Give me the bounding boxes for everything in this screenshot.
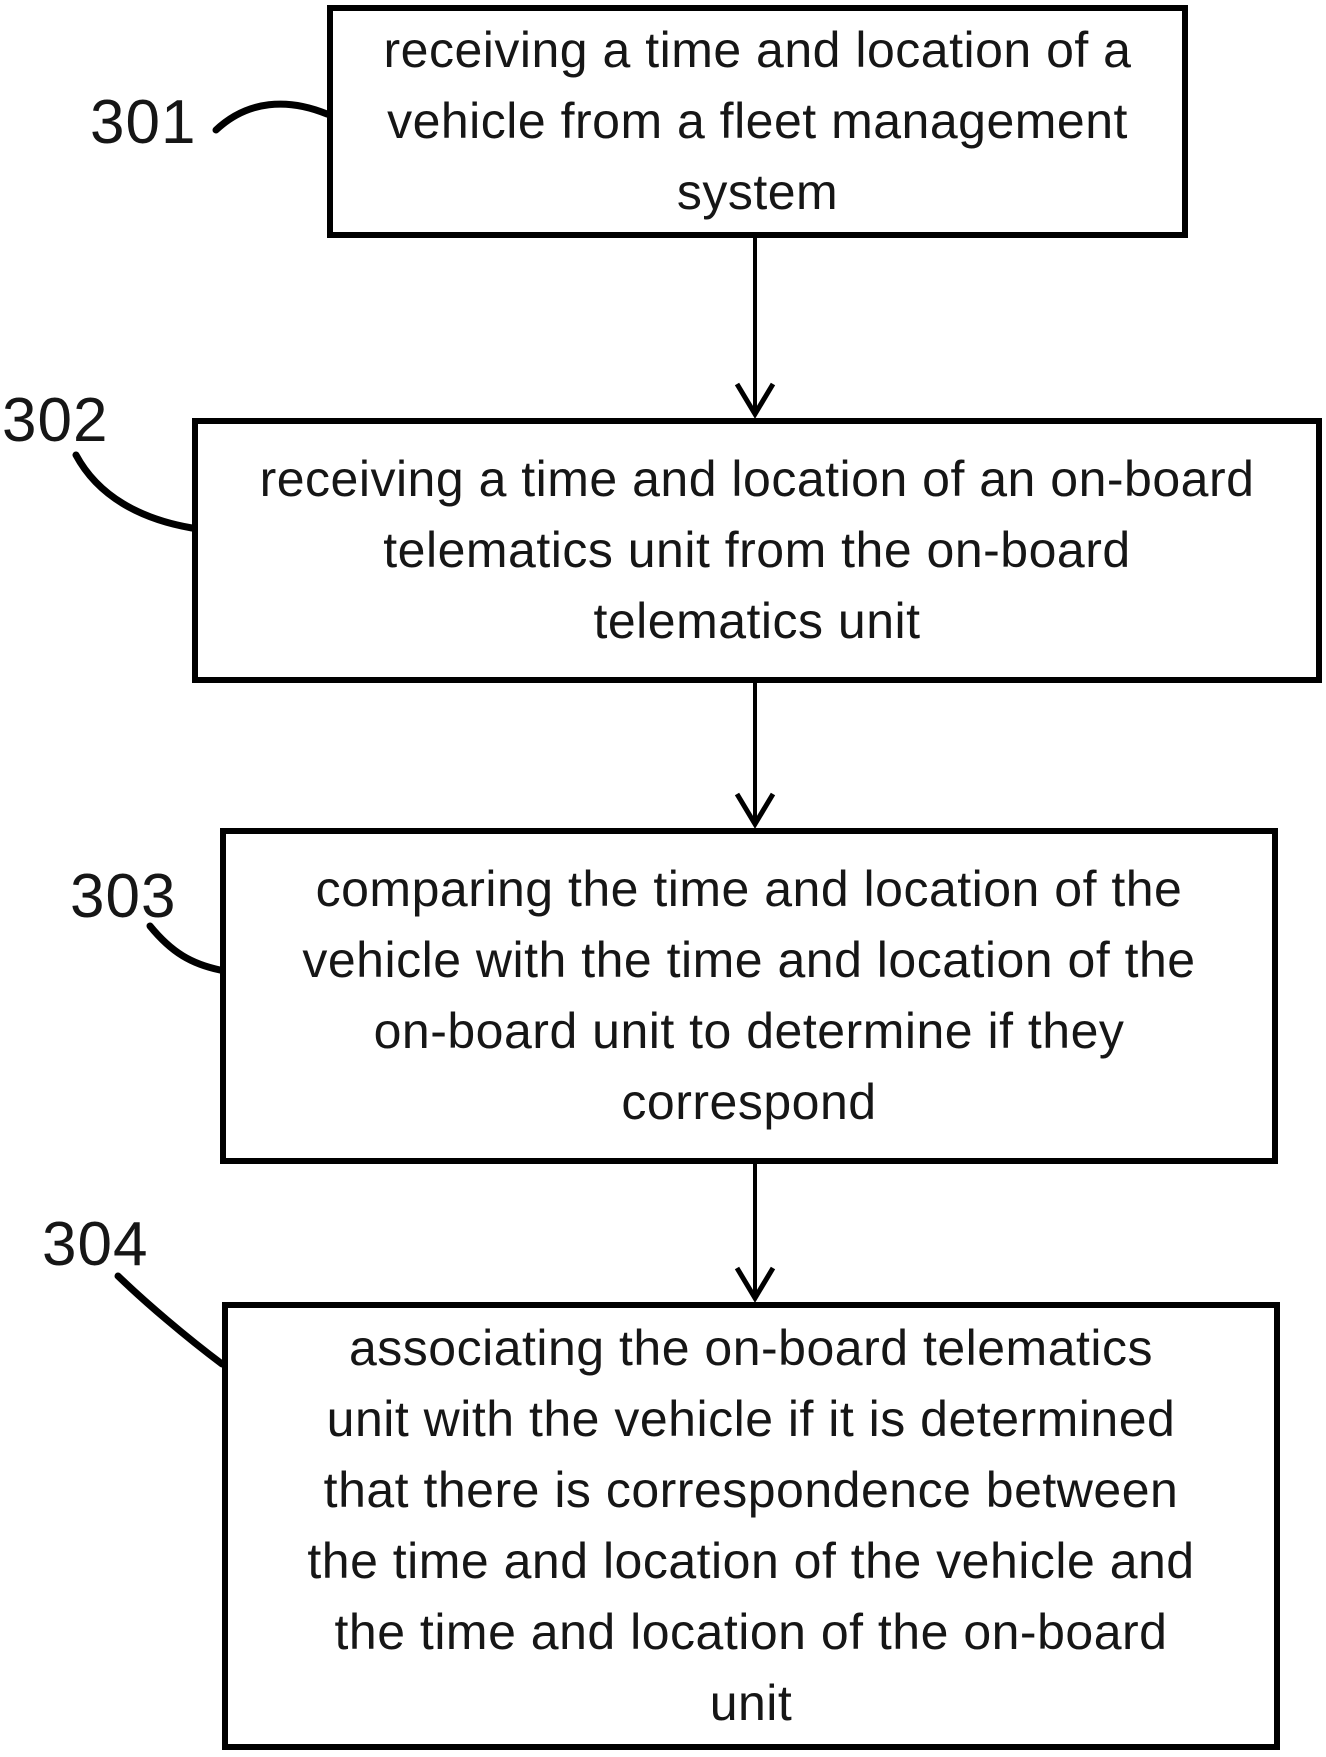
step-302-text-line: telematics unit from the on-board [383,522,1131,578]
ref-label-302: 302 [2,386,109,455]
step-301-text-line: system [676,164,839,220]
leader-curve-301 [212,100,331,134]
step-304-text-line: that there is correspondence between [323,1462,1179,1518]
step-303-text-line: vehicle with the time and location of th… [302,932,1196,988]
step-303-text-line: correspond [621,1074,877,1130]
step-302-text-line: receiving a time and location of an on-b… [259,451,1255,507]
step-302-text-line: telematics unit [593,593,921,649]
step-301-text-line: receiving a time and location of a [383,22,1132,78]
step-304-text-line: the time and location of the vehicle and [307,1533,1195,1589]
step-box-303: comparing the time and location of the v… [220,828,1278,1164]
ref-label-303: 303 [70,862,177,931]
step-box-302: receiving a time and location of an on-b… [192,418,1322,683]
step-304-text-line: the time and location of the on-board [334,1604,1168,1660]
step-box-301: receiving a time and location of a vehic… [327,5,1188,238]
step-box-304: associating the on-board telematics unit… [222,1302,1280,1750]
step-303-text-line: on-board unit to determine if they [373,1003,1125,1059]
step-303-text-line: comparing the time and location of the [315,861,1183,917]
flow-arrow-1 [734,238,776,419]
flow-arrow-2 [734,683,776,829]
step-304-text-line: associating the on-board telematics [348,1320,1154,1376]
step-301-text-line: vehicle from a fleet management [387,93,1128,149]
ref-label-301: 301 [90,88,197,157]
flow-arrow-3 [734,1164,776,1303]
ref-label-304: 304 [42,1210,149,1279]
step-304-text-line: unit with the vehicle if it is determine… [326,1391,1176,1447]
leader-curve-304 [114,1272,226,1368]
step-304-text-line: unit [709,1675,793,1731]
leader-curve-303 [146,922,224,974]
leader-curve-302 [72,451,196,532]
